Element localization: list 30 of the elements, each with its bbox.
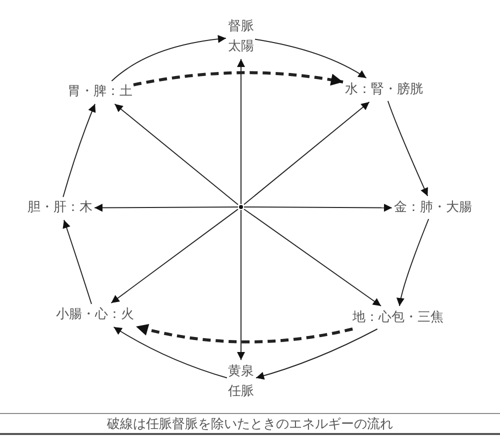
arrow: [244, 204, 392, 212]
arrow: [113, 326, 228, 378]
arrow: [62, 104, 96, 198]
arrow: [254, 38, 367, 78]
meridian-label: 黄泉: [228, 363, 254, 381]
arrow: [244, 102, 370, 205]
element-label: 金：肺・大腸: [394, 199, 472, 217]
element-label: 小腸・心：火: [56, 306, 134, 324]
meridian-label: 太陽: [228, 38, 254, 56]
caption: 破線は任脈督脈を除いたときのエネルギーの流れ: [0, 413, 500, 435]
element-label: 水：腎・膀胱: [345, 81, 423, 99]
arrow: [62, 220, 92, 304]
arrow: [256, 328, 378, 380]
meridian-label: 任脈: [228, 383, 254, 401]
arrow: [237, 58, 245, 204]
element-label: 胃・脾：土: [68, 83, 132, 101]
arrow: [110, 208, 238, 304]
arrow: [114, 104, 238, 206]
arrow: [94, 204, 238, 212]
arrow: [237, 210, 245, 360]
element-label: 胆・肝：木: [28, 199, 92, 217]
center-dot: [239, 205, 243, 209]
element-label: 地：心包・三焦: [352, 309, 444, 327]
meridian-label: 督脈: [228, 18, 254, 36]
dashed-arrow: [133, 71, 344, 86]
arrow: [111, 35, 226, 82]
dashed-arrow: [136, 324, 353, 344]
arrow: [396, 218, 430, 306]
arrow: [244, 208, 382, 306]
arrow: [387, 100, 428, 196]
